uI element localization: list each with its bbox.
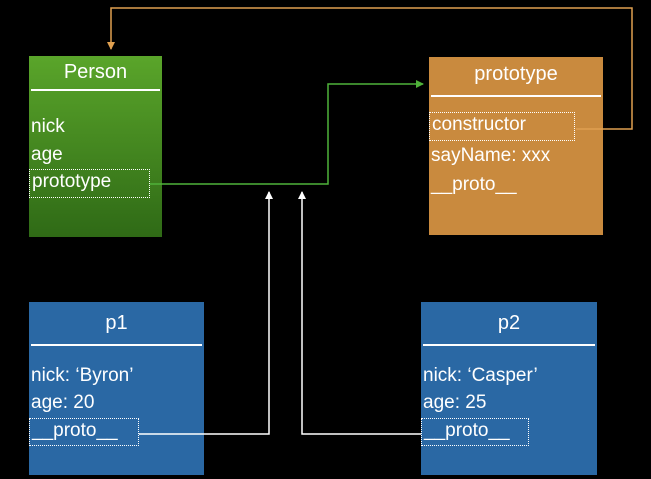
link-p1-proto	[139, 191, 273, 435]
p1-field-proto: __proto__	[29, 418, 139, 446]
person-box: Person nick age prototype	[29, 56, 162, 237]
person-field-nick: nick	[31, 116, 65, 137]
p1-title: p1	[105, 312, 128, 334]
p2-title: p2	[497, 312, 521, 334]
p2-field-proto: __proto__	[421, 418, 529, 446]
prototype-field-sayname: sayName: xxx	[431, 145, 551, 166]
prototype-field-proto: __proto__	[431, 174, 517, 195]
p2-title-rule	[423, 344, 595, 346]
p2-box: p2 nick: ‘Casper’ age: 25 __proto__	[421, 302, 597, 475]
p2-field-age: age: 25	[423, 392, 487, 413]
prototype-title-rule	[431, 95, 601, 97]
p2-field-nick: nick: ‘Casper’	[423, 365, 538, 386]
link-constructor-person	[107, 7, 633, 130]
person-field-prototype: prototype	[29, 169, 150, 198]
prototype-box: prototype constructor sayName: xxx __pro…	[429, 57, 603, 235]
p1-box: p1 nick: ‘Byron’ age: 20 __proto__	[29, 302, 204, 475]
person-title-rule	[31, 89, 160, 91]
person-title: Person	[63, 61, 128, 83]
prototype-title: prototype	[474, 63, 558, 85]
link-person-prototype	[150, 80, 424, 185]
prototype-field-constructor: constructor	[429, 112, 575, 141]
p1-field-age: age: 20	[31, 392, 95, 413]
p1-title-rule	[31, 344, 202, 346]
p1-field-nick: nick: ‘Byron’	[31, 365, 134, 386]
link-p2-proto	[298, 191, 421, 435]
person-field-age: age	[31, 144, 63, 165]
